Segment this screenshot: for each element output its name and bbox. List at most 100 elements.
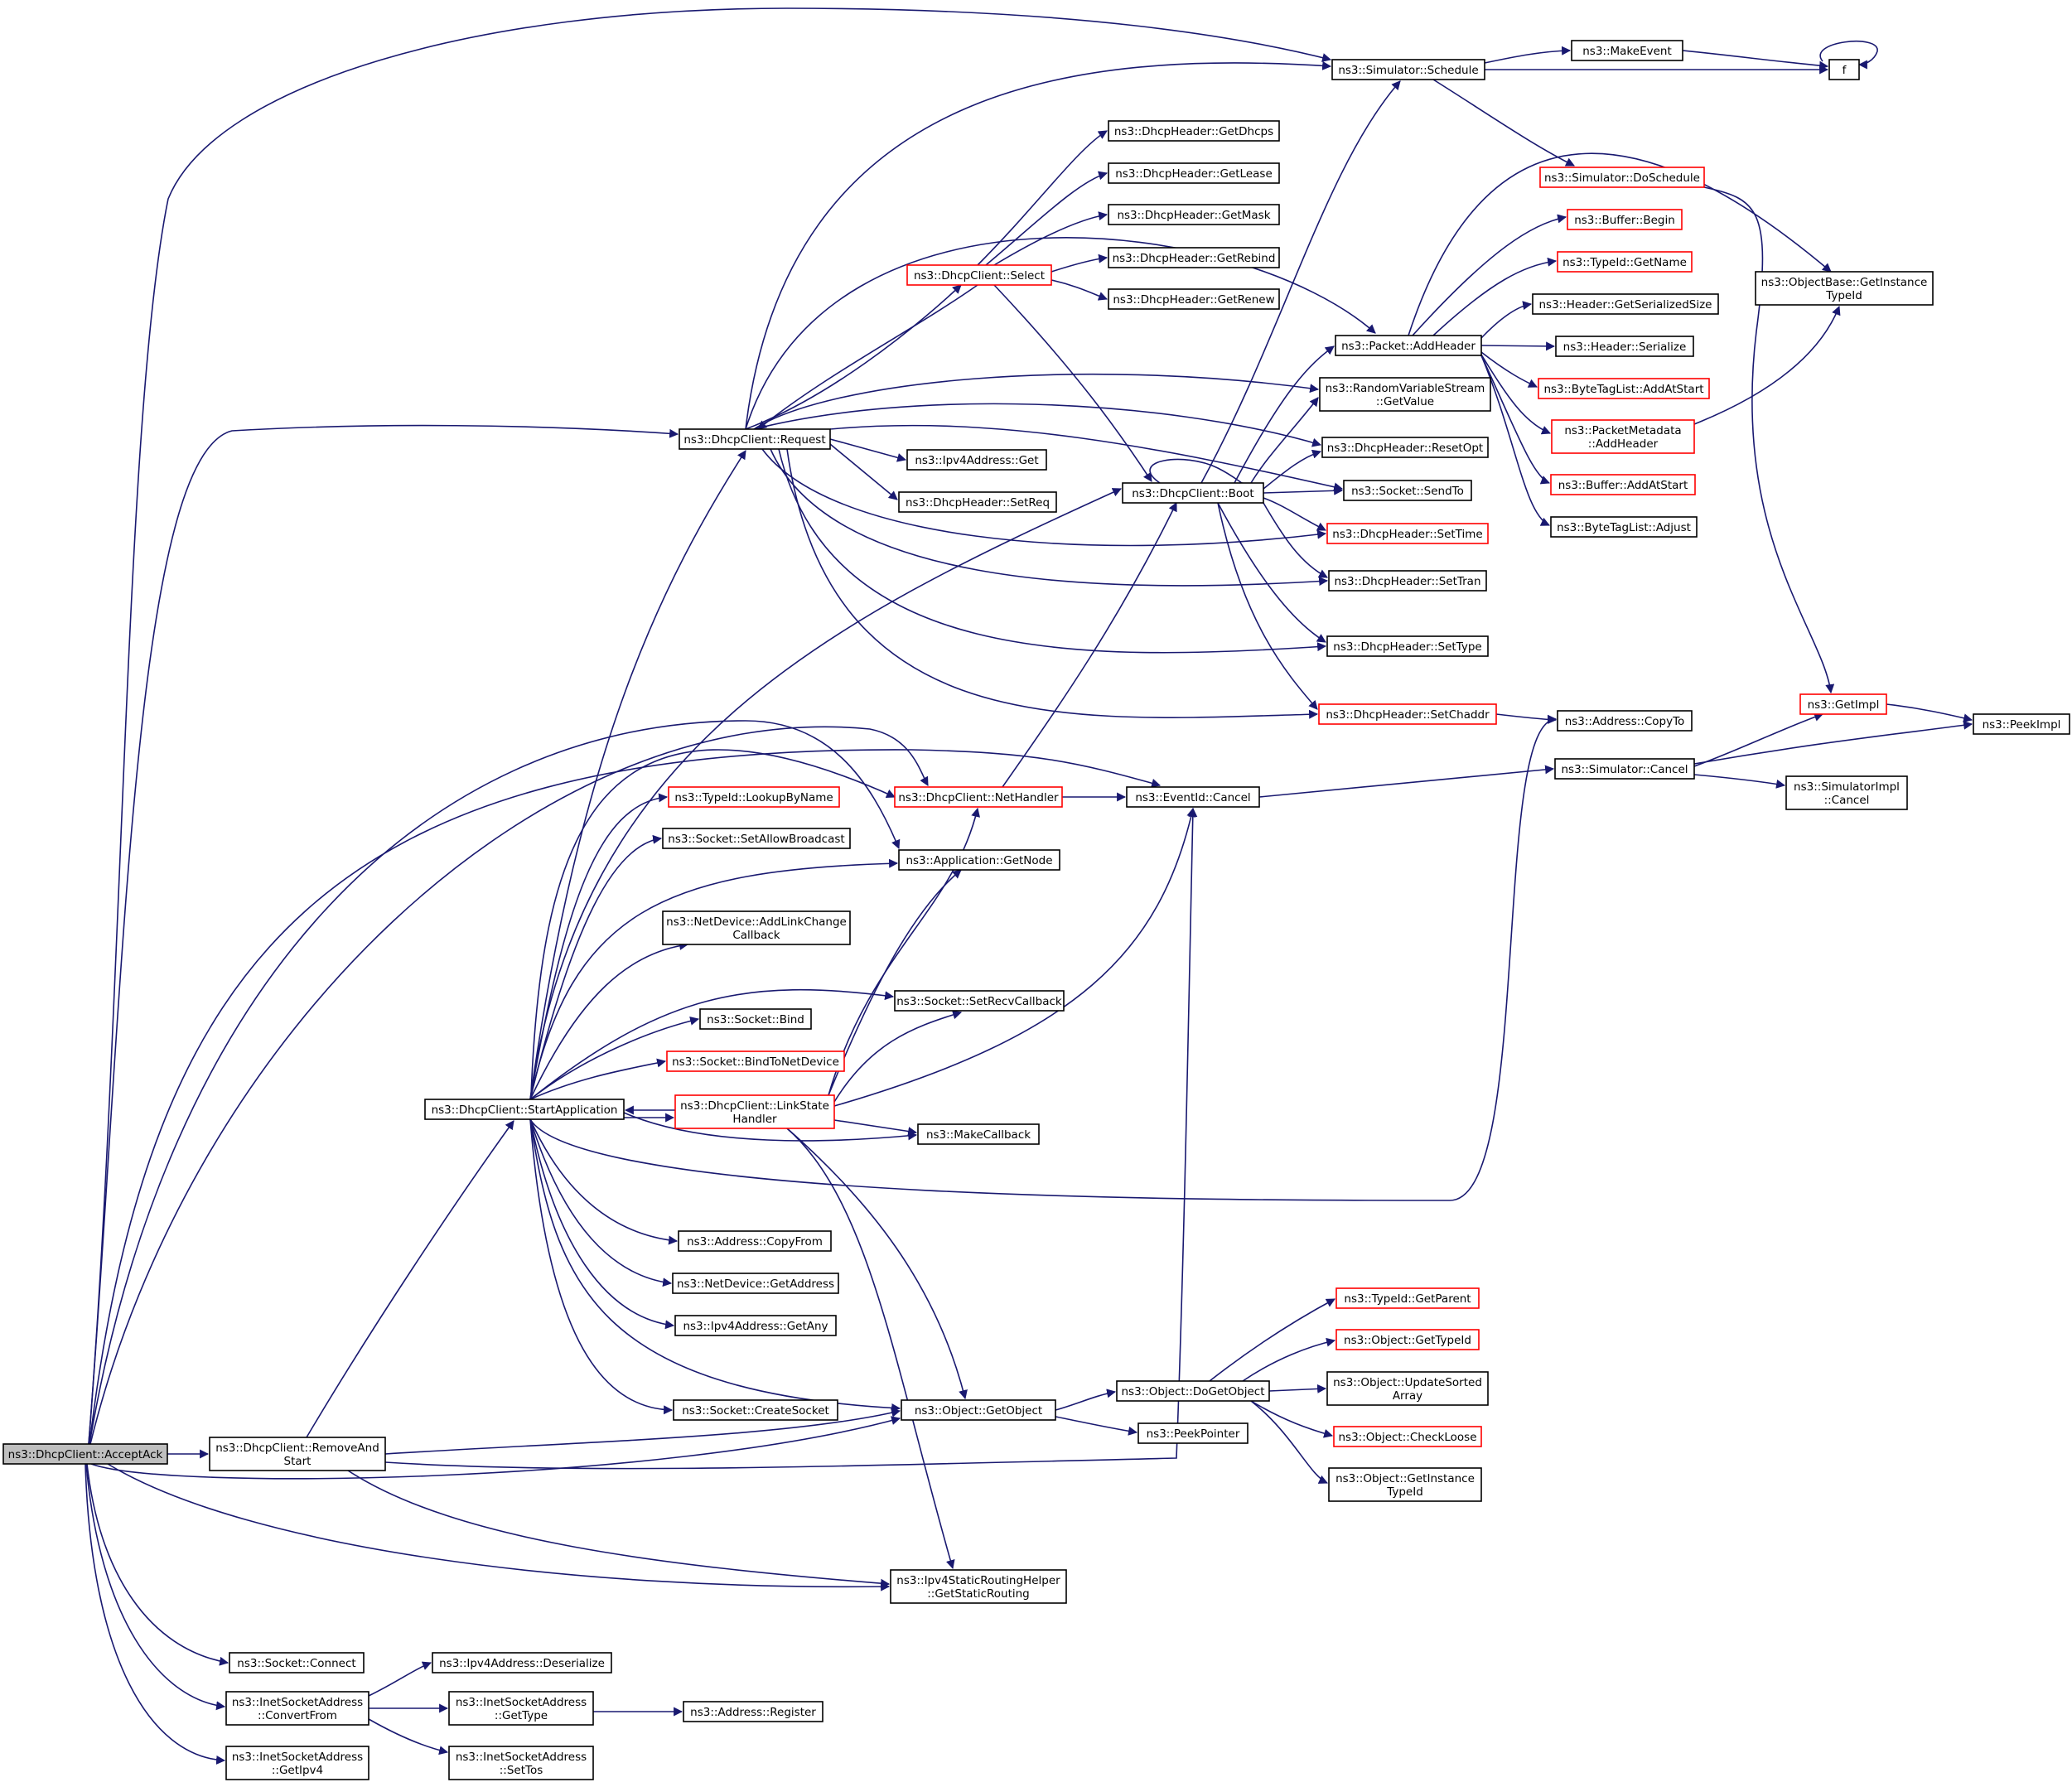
- call-edge-request-to-resetopt: [753, 403, 1322, 447]
- node-packetmetadataaddheader[interactable]: ns3::PacketMetadata::AddHeader: [1551, 419, 1695, 454]
- call-edge-request-to-select: [745, 284, 962, 430]
- node-setallowbroadcast[interactable]: ns3::Socket::SetAllowBroadcast: [662, 828, 851, 849]
- node-box: [672, 1273, 839, 1294]
- node-gettypeparent[interactable]: ns3::TypeId::GetParent: [1335, 1287, 1480, 1309]
- node-select[interactable]: ns3::DhcpClient::Select: [906, 264, 1052, 286]
- node-box: [1328, 1467, 1482, 1502]
- node-ipv4deserialize[interactable]: ns3::Ipv4Address::Deserialize: [432, 1652, 612, 1674]
- node-label: ns3::NetDevice::AddLinkChange: [666, 915, 847, 929]
- node-peekpointer[interactable]: ns3::PeekPointer: [1137, 1422, 1249, 1444]
- call-edge-addheader-to-packetmetadataaddheader: [1480, 354, 1552, 435]
- node-f[interactable]: f: [1828, 59, 1860, 80]
- node-box: [917, 1123, 1040, 1145]
- node-dogetobject[interactable]: ns3::Object::DoGetObject: [1116, 1380, 1270, 1402]
- node-bytetagadjust[interactable]: ns3::ByteTagList::Adjust: [1550, 516, 1698, 538]
- node-simulatorimplcancel[interactable]: ns3::SimulatorImpl::Cancel: [1785, 775, 1908, 810]
- node-setreq[interactable]: ns3::DhcpHeader::SetReq: [898, 491, 1057, 513]
- call-edge-dogetobject-to-gettypeparent: [1209, 1298, 1335, 1382]
- node-getrebind[interactable]: ns3::DhcpHeader::GetRebind: [1108, 247, 1280, 268]
- node-socketbind[interactable]: ns3::Socket::Bind: [699, 1008, 812, 1030]
- call-edge-acceptack-to-getstaticrouting: [107, 1463, 891, 1591]
- node-objgettypeid[interactable]: ns3::Object::GetTypeId: [1335, 1329, 1480, 1350]
- call-edge-getobject-to-dogetobject: [1055, 1389, 1117, 1411]
- call-edge-f-to-f: [1819, 40, 1878, 70]
- node-resetopt[interactable]: ns3::DhcpHeader::ResetOpt: [1321, 437, 1489, 458]
- node-getvalue[interactable]: ns3::RandomVariableStream::GetValue: [1319, 377, 1491, 412]
- node-checkloose[interactable]: ns3::Object::CheckLoose: [1333, 1426, 1482, 1447]
- node-netdevicegetaddress[interactable]: ns3::NetDevice::GetAddress: [672, 1273, 839, 1294]
- node-nethandler[interactable]: ns3::DhcpClient::NetHandler: [894, 786, 1063, 808]
- node-makeevent[interactable]: ns3::MakeEvent: [1571, 40, 1683, 61]
- node-register[interactable]: ns3::Address::Register: [683, 1701, 823, 1722]
- node-startapplication[interactable]: ns3::DhcpClient::StartApplication: [424, 1099, 625, 1120]
- node-typeidgetname[interactable]: ns3::TypeId::GetName: [1557, 251, 1693, 273]
- node-eventcancel[interactable]: ns3::EventId::Cancel: [1126, 786, 1260, 808]
- node-settran[interactable]: ns3::DhcpHeader::SetTran: [1328, 570, 1487, 592]
- node-createsocket[interactable]: ns3::Socket::CreateSocket: [673, 1399, 838, 1421]
- node-label: ns3::InetSocketAddress: [232, 1696, 363, 1709]
- node-bindtonetdevice[interactable]: ns3::Socket::BindToNetDevice: [666, 1050, 845, 1072]
- node-sendto[interactable]: ns3::Socket::SendTo: [1343, 480, 1472, 501]
- call-edge-removeandstart-to-eventcancel: [384, 807, 1198, 1470]
- node-gettype[interactable]: ns3::InetSocketAddress::GetType: [448, 1691, 594, 1726]
- node-label: ns3::ByteTagList::Adjust: [1557, 521, 1691, 534]
- nodes-layer: ns3::DhcpClient::AcceptAck ns3::DhcpClien…: [2, 40, 2070, 1780]
- node-box: [448, 1691, 594, 1726]
- call-edge-doschedule-to-getimpl: [1703, 186, 1835, 694]
- node-setchaddr[interactable]: ns3::DhcpHeader::SetChaddr: [1318, 703, 1497, 725]
- node-lookupbyname[interactable]: ns3::TypeId::LookupByName: [668, 786, 840, 808]
- node-settos[interactable]: ns3::InetSocketAddress::SetTos: [448, 1746, 594, 1780]
- node-label: ns3::Simulator::DoSchedule: [1544, 171, 1700, 185]
- node-bufferaddatstart[interactable]: ns3::Buffer::AddAtStart: [1550, 474, 1696, 495]
- node-settype[interactable]: ns3::DhcpHeader::SetType: [1326, 635, 1489, 657]
- node-box: [890, 1569, 1067, 1604]
- node-connect[interactable]: ns3::Socket::Connect: [229, 1652, 365, 1674]
- node-simulatorcancel[interactable]: ns3::Simulator::Cancel: [1554, 758, 1695, 780]
- node-getimpl[interactable]: ns3::GetImpl: [1799, 693, 1887, 715]
- node-getdhcps[interactable]: ns3::DhcpHeader::GetDhcps: [1108, 120, 1280, 142]
- node-getstaticrouting[interactable]: ns3::Ipv4StaticRoutingHelper::GetStaticR…: [890, 1569, 1067, 1604]
- node-bytetagaddatstart[interactable]: ns3::ByteTagList::AddAtStart: [1538, 378, 1710, 399]
- node-addheader[interactable]: ns3::Packet::AddHeader: [1335, 335, 1482, 356]
- node-makecallback[interactable]: ns3::MakeCallback: [917, 1123, 1040, 1145]
- node-boot[interactable]: ns3::DhcpClient::Boot: [1122, 482, 1264, 504]
- node-settime[interactable]: ns3::DhcpHeader::SetTime: [1326, 523, 1489, 544]
- node-copyfrom[interactable]: ns3::Address::CopyFrom: [678, 1230, 832, 1252]
- node-convertfrom[interactable]: ns3::InetSocketAddress::ConvertFrom: [225, 1691, 369, 1726]
- node-addresscopyto[interactable]: ns3::Address::CopyTo: [1557, 710, 1693, 732]
- node-ipv4getany[interactable]: ns3::Ipv4Address::GetAny: [674, 1315, 837, 1336]
- call-edge-dogetobject-to-checkloose: [1250, 1400, 1334, 1438]
- node-label: ns3::Ipv4Address::Get: [915, 454, 1038, 467]
- node-box: [1554, 758, 1695, 780]
- node-setrecvcallback[interactable]: ns3::Socket::SetRecvCallback: [894, 990, 1065, 1012]
- node-schedule[interactable]: ns3::Simulator::Schedule: [1331, 59, 1485, 80]
- node-request[interactable]: ns3::DhcpClient::Request: [679, 428, 831, 450]
- node-peekimpl[interactable]: ns3::PeekImpl: [1973, 713, 2070, 735]
- node-getserializedsize[interactable]: ns3::Header::GetSerializedSize: [1532, 293, 1719, 315]
- node-box: [906, 449, 1047, 471]
- node-box: [1539, 167, 1705, 188]
- node-label: ns3::Object::UpdateSorted: [1333, 1376, 1482, 1389]
- node-label: ns3::DhcpHeader::ResetOpt: [1327, 442, 1483, 455]
- node-headerserialize[interactable]: ns3::Header::Serialize: [1555, 336, 1694, 357]
- call-edge-simulatorcancel-to-peekimpl: [1693, 720, 1973, 765]
- node-getlease[interactable]: ns3::DhcpHeader::GetLease: [1108, 162, 1280, 184]
- node-getipv4[interactable]: ns3::InetSocketAddress::GetIpv4: [225, 1746, 369, 1780]
- node-getrenew[interactable]: ns3::DhcpHeader::GetRenew: [1108, 288, 1280, 310]
- node-getnode[interactable]: ns3::Application::GetNode: [898, 849, 1060, 871]
- node-box: [1108, 162, 1280, 184]
- node-acceptack[interactable]: ns3::DhcpClient::AcceptAck: [2, 1443, 168, 1465]
- node-getmask[interactable]: ns3::DhcpHeader::GetMask: [1108, 204, 1280, 225]
- node-doschedule[interactable]: ns3::Simulator::DoSchedule: [1539, 167, 1705, 188]
- node-getobject[interactable]: ns3::Object::GetObject: [901, 1399, 1056, 1421]
- node-box: [901, 1399, 1056, 1421]
- node-ipv4addressget[interactable]: ns3::Ipv4Address::Get: [906, 449, 1047, 471]
- node-label: ns3::Socket::SetAllowBroadcast: [668, 833, 844, 846]
- node-bufferbegin[interactable]: ns3::Buffer::Begin: [1567, 209, 1683, 230]
